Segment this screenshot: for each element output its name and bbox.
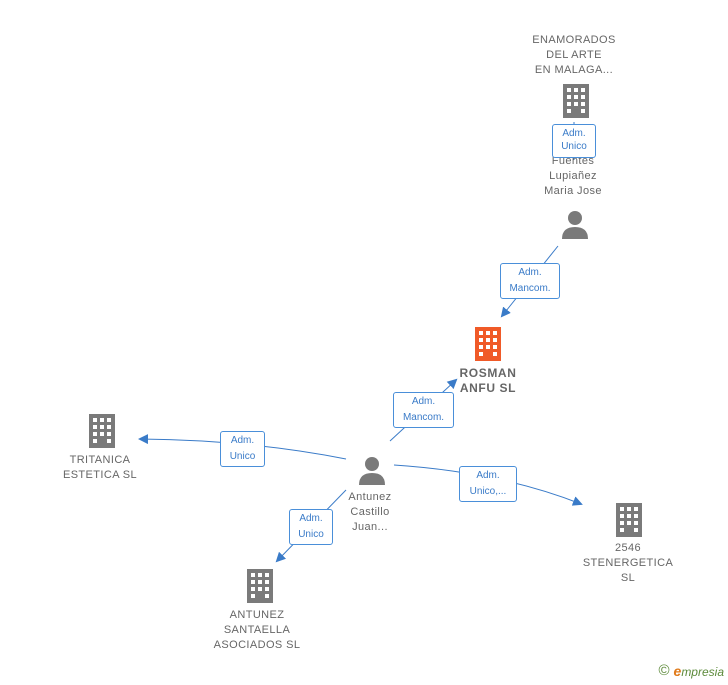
- node-label-antunez-company[interactable]: ANTUNEZ SANTAELLA ASOCIADOS SL: [213, 609, 301, 651]
- edge-label-line2: Unico: [229, 451, 256, 462]
- edge-label-line1: Adm.: [476, 470, 500, 481]
- edge-label-line1: Adm.: [230, 435, 255, 446]
- edge-label-fuentes-enamorados[interactable]: Adm. Unico: [552, 124, 596, 158]
- edge-label-line2: Unico: [298, 529, 324, 540]
- node-label-antunez-person[interactable]: Antunez Castillo Juan...: [348, 491, 392, 533]
- edge-label-line2: Unico,...: [469, 486, 507, 497]
- edge-label-line2: Mancom.: [402, 412, 445, 423]
- edge-label-line2: Unico: [561, 141, 587, 152]
- node-label-fuentes[interactable]: Fuentes Lupiañez Maria Jose: [544, 155, 602, 197]
- person-icon[interactable]: [357, 455, 387, 485]
- edge-label-antunez-stenergetica[interactable]: Adm. Unico,...: [459, 466, 517, 502]
- brand-initial: e: [673, 662, 682, 679]
- edge-label-antunez-antunezco[interactable]: Adm. Unico: [289, 509, 333, 545]
- edge-label-antunez-tritanica[interactable]: Adm. Unico: [220, 431, 265, 467]
- edge-label-line1: Adm.: [518, 267, 542, 278]
- edge-label-fuentes-rosman[interactable]: Adm. Mancom.: [500, 263, 560, 299]
- edge-label-line1: Adm.: [411, 396, 436, 407]
- edge-label-line1: Adm.: [299, 513, 323, 524]
- node-label-rosman[interactable]: ROSMAN ANFU SL: [459, 366, 517, 395]
- person-icon[interactable]: [560, 209, 590, 239]
- brand-wordmark: empresia: [674, 663, 724, 679]
- building-icon[interactable]: [245, 569, 275, 603]
- building-icon[interactable]: [561, 84, 591, 118]
- brand-rest: mpresia: [681, 664, 724, 679]
- empresia-logo[interactable]: © empresia: [658, 662, 724, 679]
- focus-building-icon[interactable]: [473, 327, 503, 361]
- edge-label-line2: Mancom.: [509, 283, 551, 294]
- node-label-tritanica[interactable]: TRITANICA ESTETICA SL: [62, 454, 138, 481]
- node-label-stenergetica[interactable]: 2546 STENERGETICA SL: [582, 542, 674, 584]
- building-icon[interactable]: [614, 503, 644, 537]
- edge-label-line1: Adm.: [562, 128, 586, 139]
- node-label-enamorados[interactable]: ENAMORADOS DEL ARTE EN MALAGA...: [532, 34, 616, 76]
- copyright-symbol: ©: [658, 662, 670, 679]
- building-icon[interactable]: [87, 414, 117, 448]
- edge-label-antunez-rosman[interactable]: Adm. Mancom.: [393, 392, 454, 428]
